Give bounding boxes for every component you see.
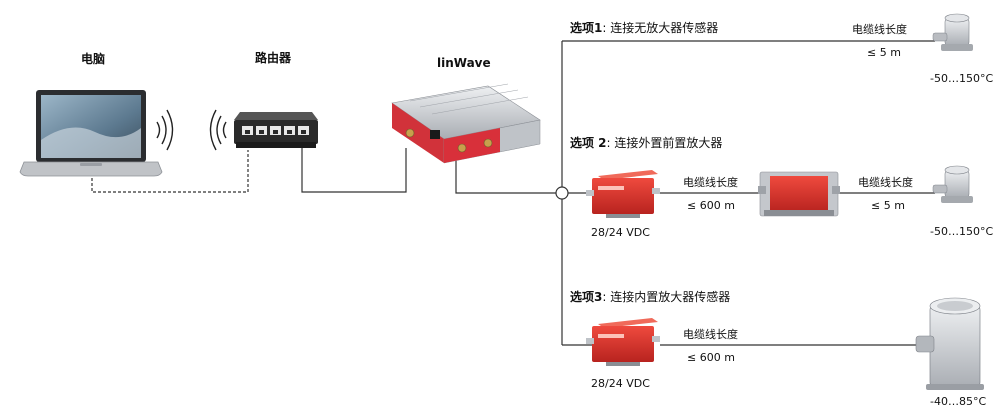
junction-node <box>555 186 569 200</box>
option3-title: 选项3: 连接内置放大器传感器 <box>570 291 730 304</box>
option3-prefix: 选项3 <box>570 290 603 304</box>
option2-text: : 连接外置前置放大器 <box>606 136 723 150</box>
router-image <box>234 112 318 148</box>
sensor-option2-image <box>932 165 973 203</box>
option1-temp-range: -50…150°C <box>930 72 994 85</box>
laptop-image <box>19 90 163 177</box>
router-label: 路由器 <box>255 51 292 65</box>
option3-supply-label: 28/24 VDC <box>591 377 650 390</box>
option2-temp-range: -50…150°C <box>930 225 994 238</box>
option3-temp-range: -40…85°C <box>930 395 987 408</box>
option1-title: 选项1: 连接无放大器传感器 <box>570 22 718 35</box>
option2-cable-length-a: ≤ 600 m <box>687 199 735 212</box>
linwave-junction-cable <box>455 156 556 194</box>
sensor-option1-image <box>932 13 973 51</box>
option2-prefix: 选项 2 <box>570 136 607 150</box>
linwave-device-image <box>391 83 541 164</box>
device-label: linWave <box>437 56 491 70</box>
option3-cable-label: 电缆线长度 <box>683 328 738 341</box>
computer-label: 电脑 <box>81 52 106 66</box>
option2-title: 选项 2: 连接外置前置放大器 <box>570 137 722 150</box>
preamp-option2-image <box>586 170 660 218</box>
laptop-router-dashed-link <box>91 150 249 193</box>
option2-cable-label-a: 电缆线长度 <box>683 176 738 189</box>
option1-text: : 连接无放大器传感器 <box>602 21 719 35</box>
option1-cable-length: ≤ 5 m <box>867 46 901 59</box>
option3-text: : 连接内置放大器传感器 <box>602 290 731 304</box>
option1-cable-label: 电缆线长度 <box>852 23 907 36</box>
option2-cable-length-b: ≤ 5 m <box>871 199 905 212</box>
option3-cable-length: ≤ 600 m <box>687 351 735 364</box>
wifi-waves-router-icon <box>209 109 227 151</box>
preamp-option3-image <box>586 318 660 366</box>
option1-prefix: 选项1 <box>570 21 603 35</box>
option2-supply-label: 28/24 VDC <box>591 226 650 239</box>
inline-module-option2-image <box>758 171 840 217</box>
connection-lines <box>91 40 935 346</box>
wifi-waves-laptop-icon <box>156 109 174 151</box>
router-linwave-cable <box>301 148 407 193</box>
sensor-option3-image <box>915 297 984 390</box>
option2-cable-label-b: 电缆线长度 <box>858 176 913 189</box>
